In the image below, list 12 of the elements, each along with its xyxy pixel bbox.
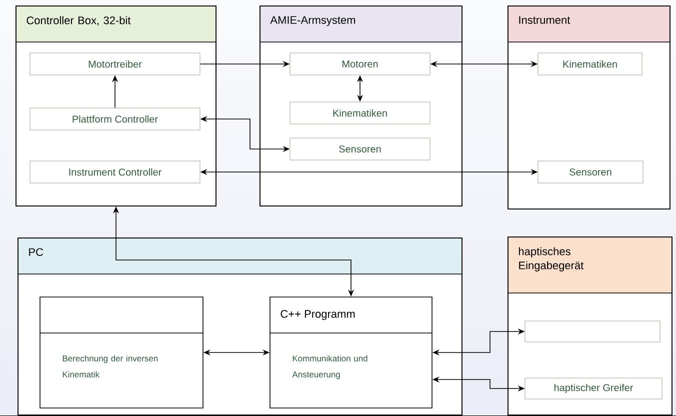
process-card: C++ Programm Kommunikation und Ansteuerung — [270, 296, 432, 408]
component-box: Instrument Controller — [30, 160, 200, 184]
component-box: haptischer Greifer — [524, 378, 662, 400]
component-box: Sensoren — [290, 138, 430, 160]
component-box: Motoren — [290, 52, 430, 76]
component-box: Sensoren — [538, 160, 644, 184]
component-box: Plattform Controller — [30, 108, 200, 130]
component-box — [524, 320, 660, 342]
component-box: Kinematiken — [538, 52, 642, 76]
process-card: Berechnung der inversen Kinematik — [40, 296, 204, 408]
component-box: Motortreiber — [30, 52, 200, 76]
component-box: Kinematiken — [290, 102, 430, 124]
